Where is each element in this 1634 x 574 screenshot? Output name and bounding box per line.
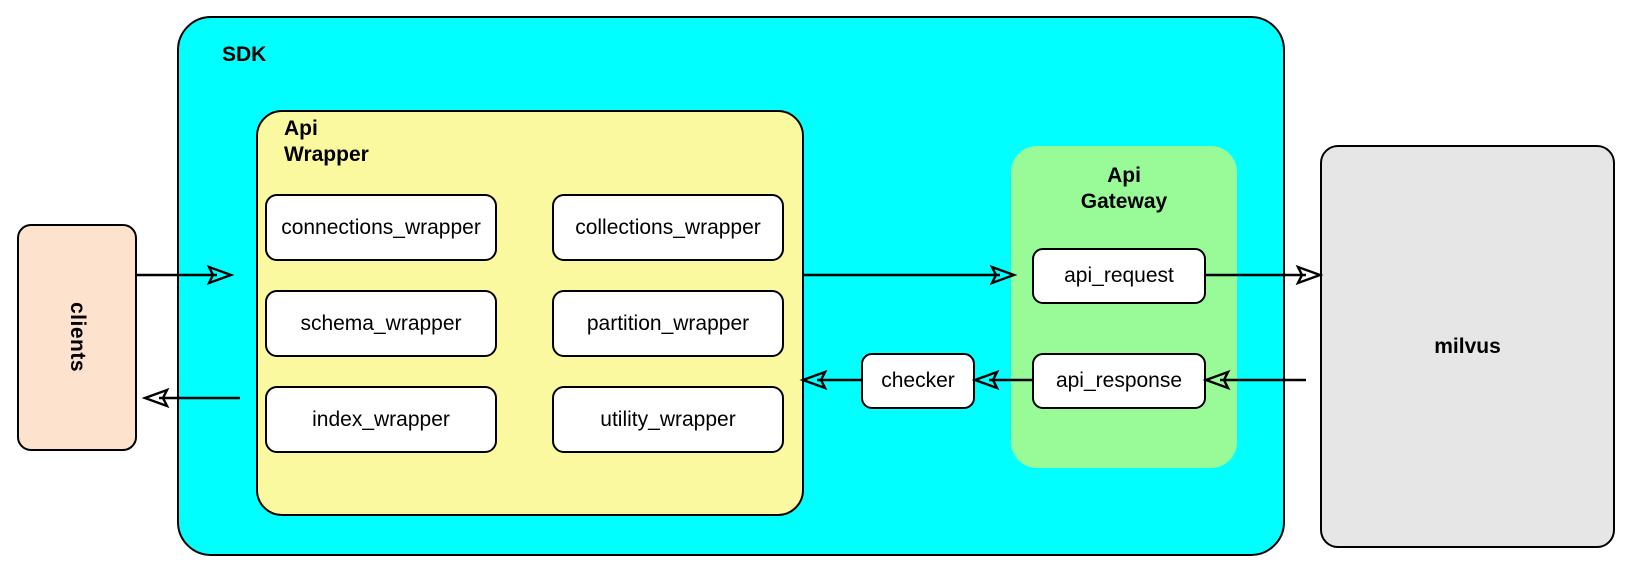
node-connections-wrapper[interactable]: connections_wrapper [265, 194, 497, 261]
node-index-wrapper[interactable]: index_wrapper [265, 386, 497, 453]
node-api-request[interactable]: api_request [1032, 248, 1206, 304]
node-collections-wrapper[interactable]: collections_wrapper [552, 194, 784, 261]
node-clients[interactable]: clients [17, 224, 137, 451]
node-utility-wrapper[interactable]: utility_wrapper [552, 386, 784, 453]
node-milvus[interactable]: milvus [1320, 145, 1615, 548]
api-wrapper-title: Api Wrapper [284, 117, 369, 166]
node-api-response[interactable]: api_response [1032, 353, 1206, 409]
clients-label: clients [66, 302, 89, 373]
node-checker[interactable]: checker [861, 353, 975, 409]
node-partition-wrapper[interactable]: partition_wrapper [552, 290, 784, 357]
api-gateway-title: Api Gateway [1080, 164, 1168, 213]
sdk-title: SDK [222, 43, 267, 66]
api-gateway-container [1011, 146, 1237, 468]
node-schema-wrapper[interactable]: schema_wrapper [265, 290, 497, 357]
